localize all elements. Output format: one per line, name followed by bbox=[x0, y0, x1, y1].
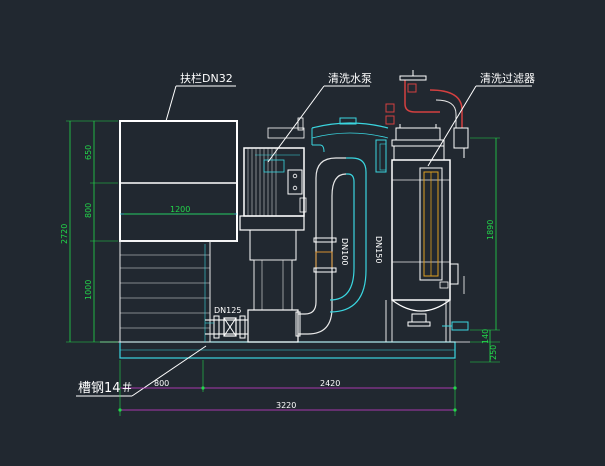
outlet-piping bbox=[267, 117, 389, 337]
tank-left bbox=[119, 120, 238, 343]
dim-1890: 1890 bbox=[486, 220, 495, 240]
dim-800-bottom: 800 bbox=[154, 379, 169, 388]
railing-label: 扶栏DN32 bbox=[180, 71, 233, 85]
dim-1200: 1200 bbox=[170, 205, 190, 214]
dim-250: 250 bbox=[489, 345, 498, 360]
channel-steel-label: 槽钢14＃ bbox=[78, 381, 134, 396]
dimension-lines-green bbox=[66, 120, 500, 363]
dimension-lines-magenta bbox=[118, 360, 457, 416]
filter-vessel bbox=[385, 70, 469, 342]
leader-lines bbox=[76, 85, 532, 397]
dn100-label: DN100 bbox=[340, 238, 349, 265]
dim-140: 140 bbox=[481, 329, 490, 344]
filter-label: 清洗过滤器 bbox=[480, 72, 535, 85]
dim-650: 650 bbox=[84, 145, 93, 160]
dn150-label: DN150 bbox=[374, 236, 383, 263]
base-frame bbox=[100, 341, 470, 359]
pump bbox=[239, 147, 307, 343]
dim-800-side: 800 bbox=[84, 203, 93, 218]
dim-2720: 2720 bbox=[60, 224, 69, 244]
dim-2420: 2420 bbox=[320, 379, 340, 388]
inlet-pipe-dn125 bbox=[205, 315, 248, 339]
pump-label: 清洗水泵 bbox=[328, 72, 372, 85]
dn125-label: DN125 bbox=[214, 306, 241, 315]
dim-1000: 1000 bbox=[84, 280, 93, 300]
dim-3220: 3220 bbox=[276, 401, 296, 410]
